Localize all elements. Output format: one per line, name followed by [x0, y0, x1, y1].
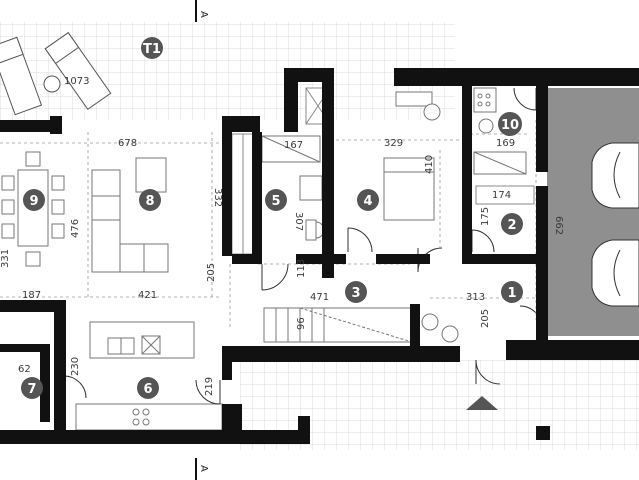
dim-113: 113	[296, 259, 307, 278]
dim-219: 219	[204, 377, 215, 396]
svg-text:4: 4	[363, 194, 372, 209]
sun-lounger-left	[0, 36, 43, 116]
dim-476: 476	[70, 219, 81, 238]
svg-text:T1: T1	[143, 42, 161, 57]
dim-329: 329	[384, 138, 403, 149]
dim-96: 96	[296, 317, 307, 330]
svg-text:A: A	[198, 465, 209, 472]
kitchen-island	[89, 321, 195, 359]
svg-text:A: A	[198, 11, 209, 18]
dim-1073: 1073	[64, 76, 89, 87]
dim-331: 331	[0, 249, 11, 268]
sun-lounger-right	[44, 31, 112, 111]
dim-167: 167	[284, 140, 303, 151]
svg-text:8: 8	[145, 194, 154, 209]
wardrobes	[231, 87, 535, 255]
hall-seat	[421, 313, 439, 331]
room-badge-7: 7	[21, 377, 43, 399]
room-badge-4: 4	[357, 189, 379, 211]
section-mark-top: A	[195, 0, 209, 22]
room-badge-10: 10	[498, 112, 522, 136]
dim-205-b: 205	[480, 309, 491, 328]
dim-332: 332	[212, 188, 223, 207]
svg-text:7: 7	[27, 382, 36, 397]
dim-205-a: 205	[206, 263, 217, 282]
room-badge-1: 1	[501, 281, 523, 303]
dim-62: 62	[18, 364, 31, 375]
dining-table	[1, 151, 65, 267]
dim-662: 662	[553, 216, 564, 235]
dim-169: 169	[496, 138, 515, 149]
room-badge-t1: T1	[141, 37, 163, 59]
bathroom-5-fixtures	[261, 135, 325, 241]
dim-410: 410	[424, 155, 435, 174]
stairs	[263, 307, 413, 343]
dim-313: 313	[466, 292, 485, 303]
svg-text:3: 3	[351, 286, 360, 301]
dim-471: 471	[310, 292, 329, 303]
room-badge-6: 6	[137, 377, 159, 399]
room-badge-8: 8	[139, 189, 161, 211]
dim-230: 230	[70, 357, 81, 376]
walls	[0, 68, 639, 444]
svg-text:10: 10	[501, 118, 519, 133]
car-bottom	[591, 239, 639, 307]
svg-text:2: 2	[507, 218, 516, 233]
dimension-labels: 1073 678 332 476 331 187 421 205 113 471…	[0, 76, 564, 396]
entrance-arrow-icon	[466, 396, 498, 410]
bathroom-10-fixtures	[473, 87, 527, 175]
svg-text:9: 9	[29, 194, 38, 209]
room-badge-3: 3	[345, 281, 367, 303]
terrace-table	[43, 75, 61, 93]
room-badge-2: 2	[501, 213, 523, 235]
dim-421: 421	[138, 290, 157, 301]
room-badge-9: 9	[23, 189, 45, 211]
dim-678: 678	[118, 138, 137, 149]
svg-text:1: 1	[507, 286, 516, 301]
guide-lines	[0, 120, 540, 330]
kitchen-counter	[75, 403, 223, 431]
dim-175: 175	[480, 207, 491, 226]
dim-187: 187	[22, 290, 41, 301]
sofa	[91, 157, 169, 273]
svg-text:5: 5	[271, 194, 280, 209]
section-mark-bottom: A	[195, 458, 209, 480]
svg-text:6: 6	[143, 382, 152, 397]
dim-174: 174	[492, 190, 511, 201]
bed	[383, 91, 441, 221]
room-badge-5: 5	[265, 189, 287, 211]
dim-307: 307	[293, 212, 304, 231]
hall-seat-2	[441, 325, 459, 343]
car-top	[591, 142, 639, 209]
